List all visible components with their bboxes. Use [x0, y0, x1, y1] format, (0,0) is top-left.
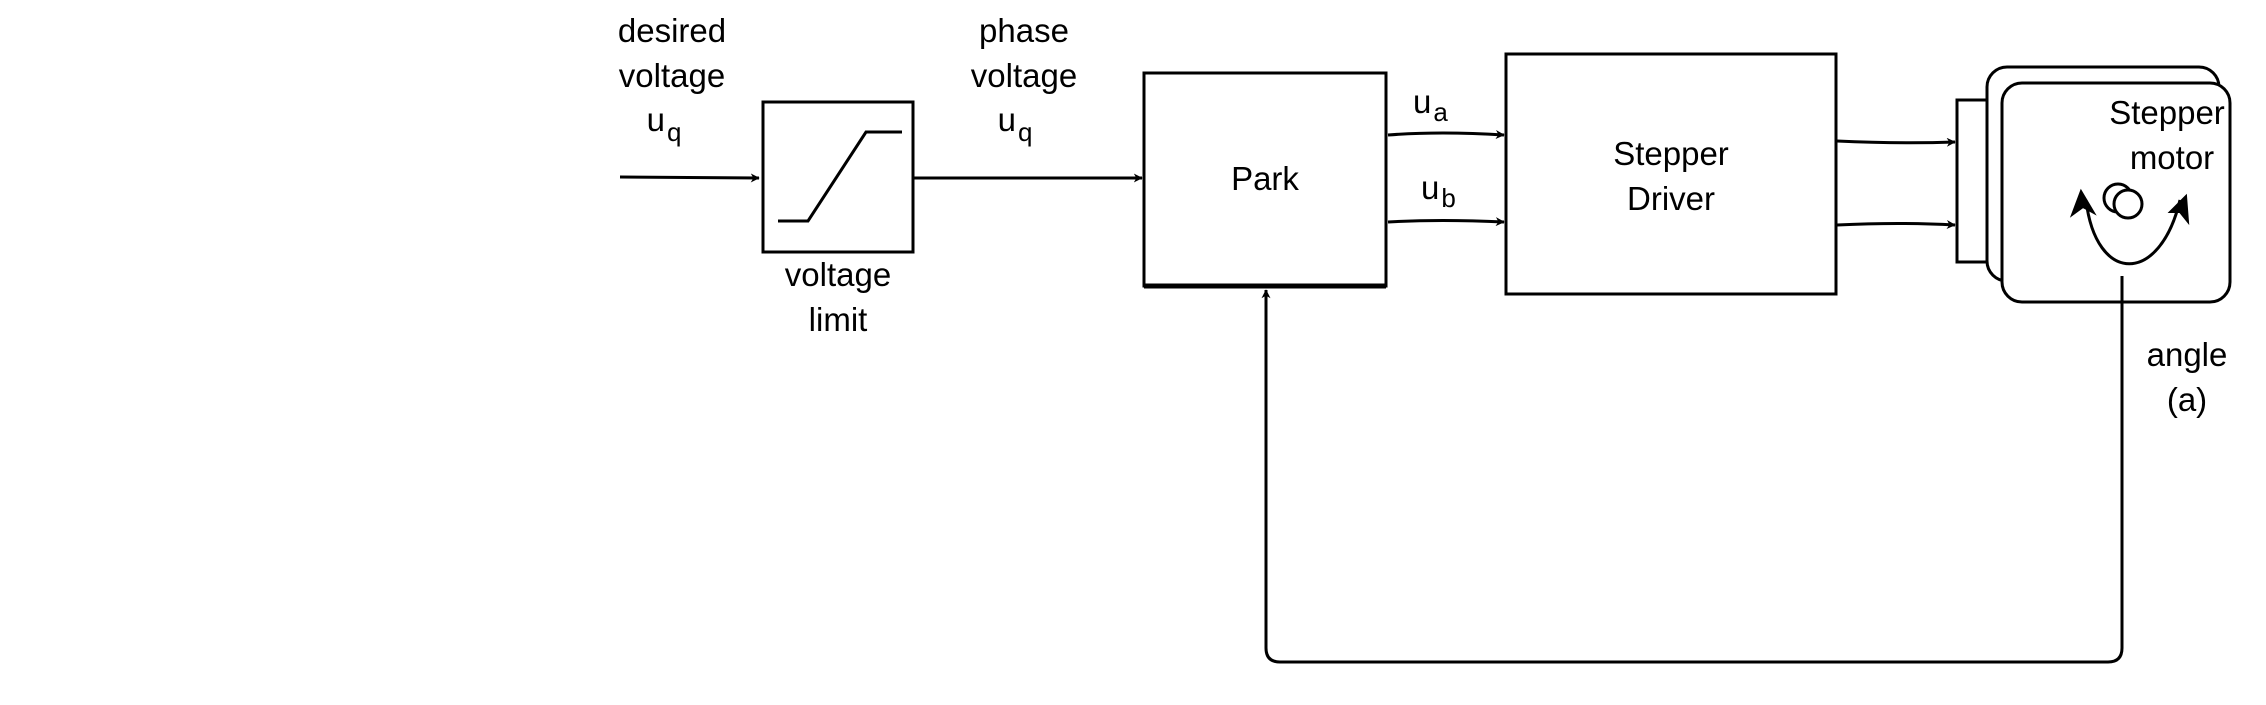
rotation-arc [2084, 199, 2182, 266]
phase-label-symbol: uq [998, 101, 1033, 147]
ub-arrow [1387, 217, 1505, 227]
phase-b-arrow [1836, 220, 1956, 230]
feedback-arrow [1261, 276, 2124, 664]
input-label-line1: desired [618, 12, 726, 49]
feedback-label-line1: angle [2147, 336, 2228, 373]
input-label: desired voltage uq [618, 12, 726, 147]
park-box[interactable] [1142, 71, 1388, 288]
phase-label-line1: phase [979, 12, 1069, 49]
input-arrow [619, 173, 760, 183]
ub-label: ub [1421, 169, 1456, 213]
motor-label-line1: Stepper [2109, 94, 2225, 131]
park-block[interactable]: Park [1142, 71, 1388, 289]
rotation-icon [2069, 182, 2190, 266]
phase-subscript-q: q [1018, 117, 1032, 147]
phase-label-line2: voltage [971, 57, 1077, 94]
driver-label-line1: Stepper [1613, 135, 1729, 172]
input-subscript-q: q [667, 117, 681, 147]
input-label-line2: voltage [619, 57, 725, 94]
input-label-symbol: uq [647, 101, 682, 147]
park-label: Park [1231, 160, 1299, 197]
ub-symbol: u [1421, 169, 1439, 206]
ua-arrow [1387, 129, 1505, 139]
stepper-driver-block[interactable]: Stepper Driver [1504, 52, 1838, 296]
voltage-limit-block[interactable] [761, 100, 915, 254]
saturation-curve-icon [778, 130, 902, 223]
feedback-label: angle (a) [2147, 336, 2228, 418]
ua-symbol: u [1413, 83, 1431, 120]
stepper-motor-block[interactable]: Stepper motor [1955, 65, 2232, 304]
stepper-driver-box[interactable] [1504, 52, 1838, 296]
driver-label-line2: Driver [1627, 180, 1715, 217]
phase-a-arrow [1836, 137, 1956, 147]
ub-subscript: b [1441, 183, 1455, 213]
voltage-limit-line1: voltage [785, 256, 891, 293]
phase-symbol-u: u [998, 101, 1016, 138]
motor-label-line2: motor [2130, 139, 2214, 176]
ua-label: ua [1413, 83, 1448, 127]
voltage-limit-label: voltage limit [785, 256, 891, 338]
phase-label: phase voltage uq [971, 12, 1077, 147]
motor-body[interactable] [2000, 81, 2232, 304]
feedback-label-line2: (a) [2167, 381, 2207, 418]
ua-subscript: a [1433, 97, 1448, 127]
input-symbol-u: u [647, 101, 665, 138]
voltage-limit-line2: limit [809, 301, 868, 338]
